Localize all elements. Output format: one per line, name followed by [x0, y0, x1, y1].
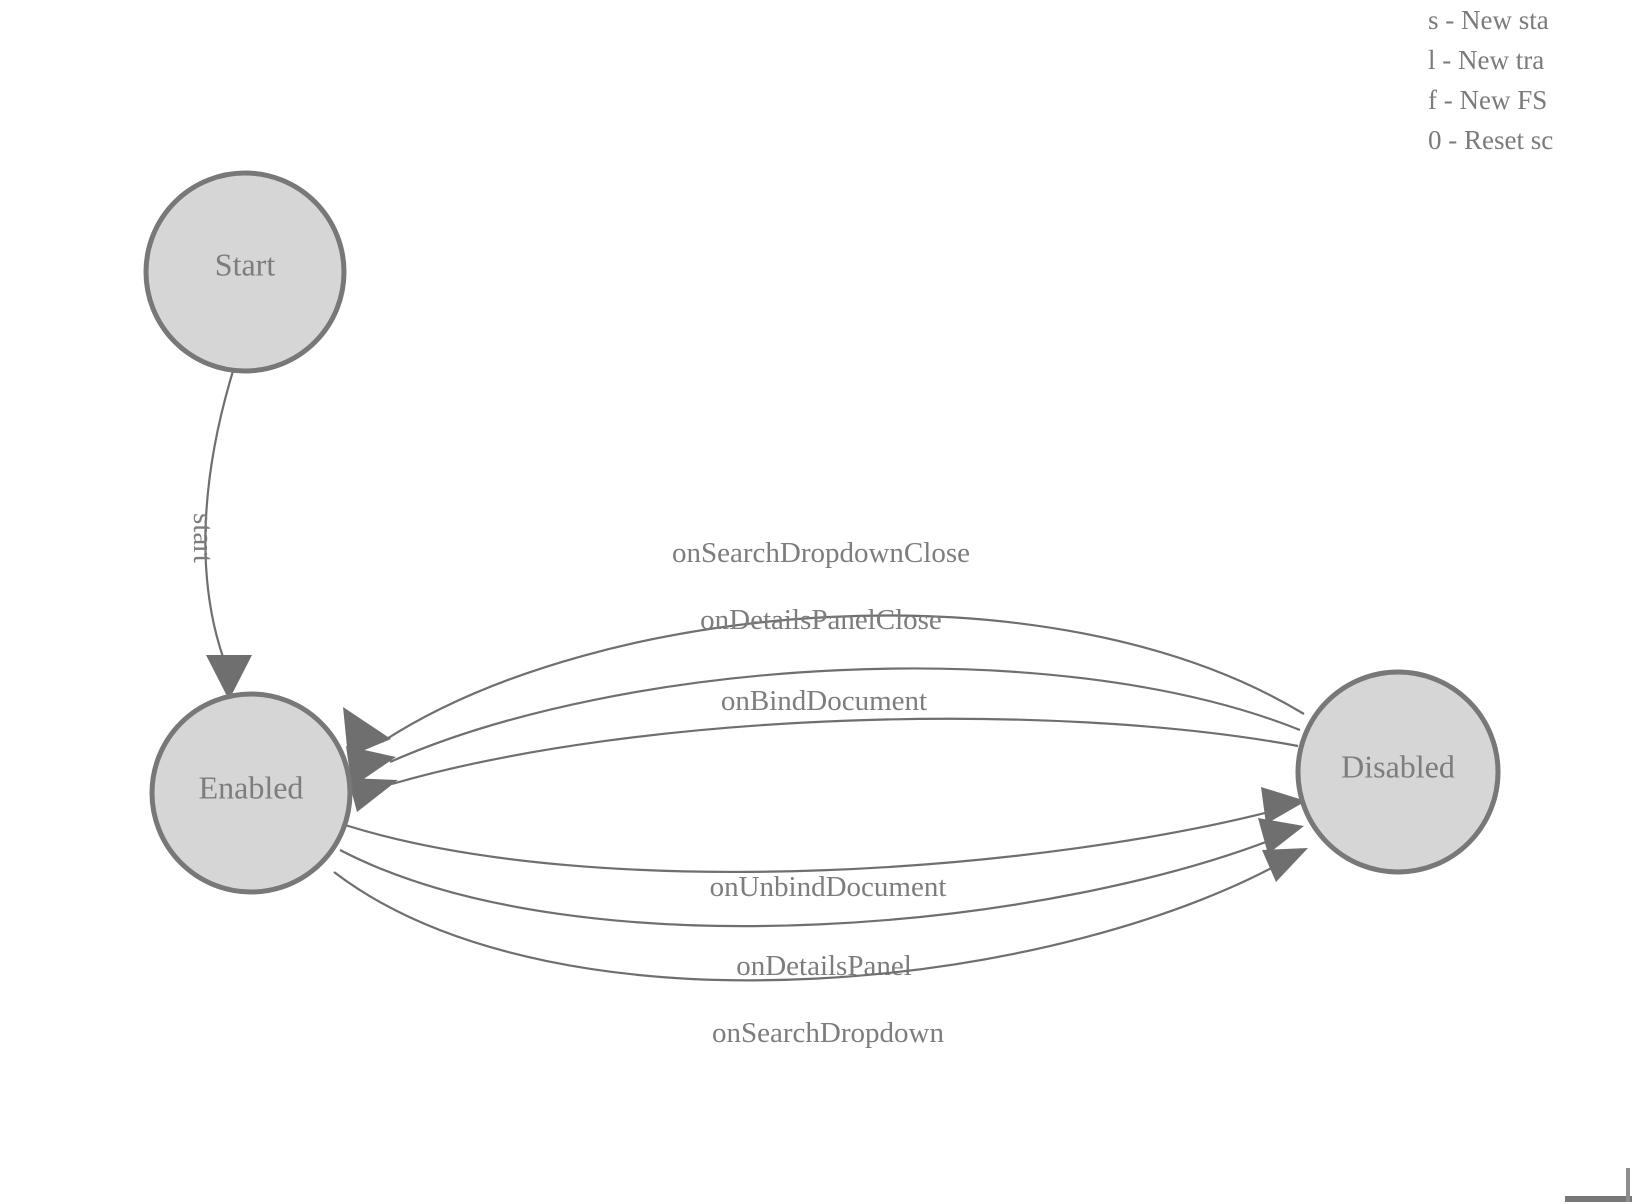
edge-path	[204, 370, 235, 661]
edge-on-unbind-document[interactable]: onUnbindDocument	[344, 787, 1306, 903]
state-node-start[interactable]: Start	[143, 170, 347, 374]
state-node-label: Enabled	[199, 769, 304, 805]
edge-label: onDetailsPanelClose	[700, 604, 942, 636]
arrowhead-icon	[1258, 818, 1304, 854]
edge-on-search-dropdown-close[interactable]: onSearchDropdownClose	[343, 537, 1305, 757]
edge-path	[381, 614, 1305, 743]
edge-on-search-dropdown[interactable]: onSearchDropdown	[333, 848, 1308, 1049]
edge-on-bind-document[interactable]: onBindDocument	[348, 685, 1299, 812]
edge-label: onSearchDropdown	[712, 1017, 944, 1049]
canvas-bottom-border	[1565, 1196, 1632, 1202]
edge-label: onBindDocument	[721, 685, 927, 717]
state-node-circle[interactable]	[143, 170, 347, 374]
canvas-right-border	[1626, 1168, 1630, 1202]
edge-label: onUnbindDocument	[710, 871, 947, 903]
arrowhead-icon	[206, 655, 252, 700]
state-node-enabled[interactable]: Enabled	[149, 691, 353, 895]
edge-path	[391, 717, 1299, 786]
edge-path	[339, 828, 1297, 928]
edge-path	[344, 804, 1293, 874]
edge-on-details-panel[interactable]: onDetailsPanel	[339, 818, 1304, 982]
arrowhead-icon	[346, 746, 396, 787]
arrowhead-icon	[348, 778, 398, 812]
edge-on-details-panel-close[interactable]: onDetailsPanelClose	[346, 604, 1301, 787]
arrowhead-icon	[1262, 848, 1308, 882]
edge-label: start	[187, 513, 219, 563]
edge-start[interactable]: start	[187, 370, 252, 700]
arrowhead-icon	[1261, 787, 1306, 824]
state-node-circle[interactable]	[149, 691, 353, 895]
edge-label: onSearchDropdownClose	[672, 537, 970, 569]
edge-label: onDetailsPanel	[736, 950, 912, 982]
state-node-label: Start	[215, 246, 276, 282]
edge-path	[389, 667, 1301, 764]
arrowhead-icon	[343, 707, 391, 757]
state-node-label: Disabled	[1341, 748, 1455, 784]
edge-path	[333, 851, 1301, 982]
state-node-circle[interactable]	[1295, 669, 1501, 875]
state-node-disabled[interactable]: Disabled	[1295, 669, 1501, 875]
